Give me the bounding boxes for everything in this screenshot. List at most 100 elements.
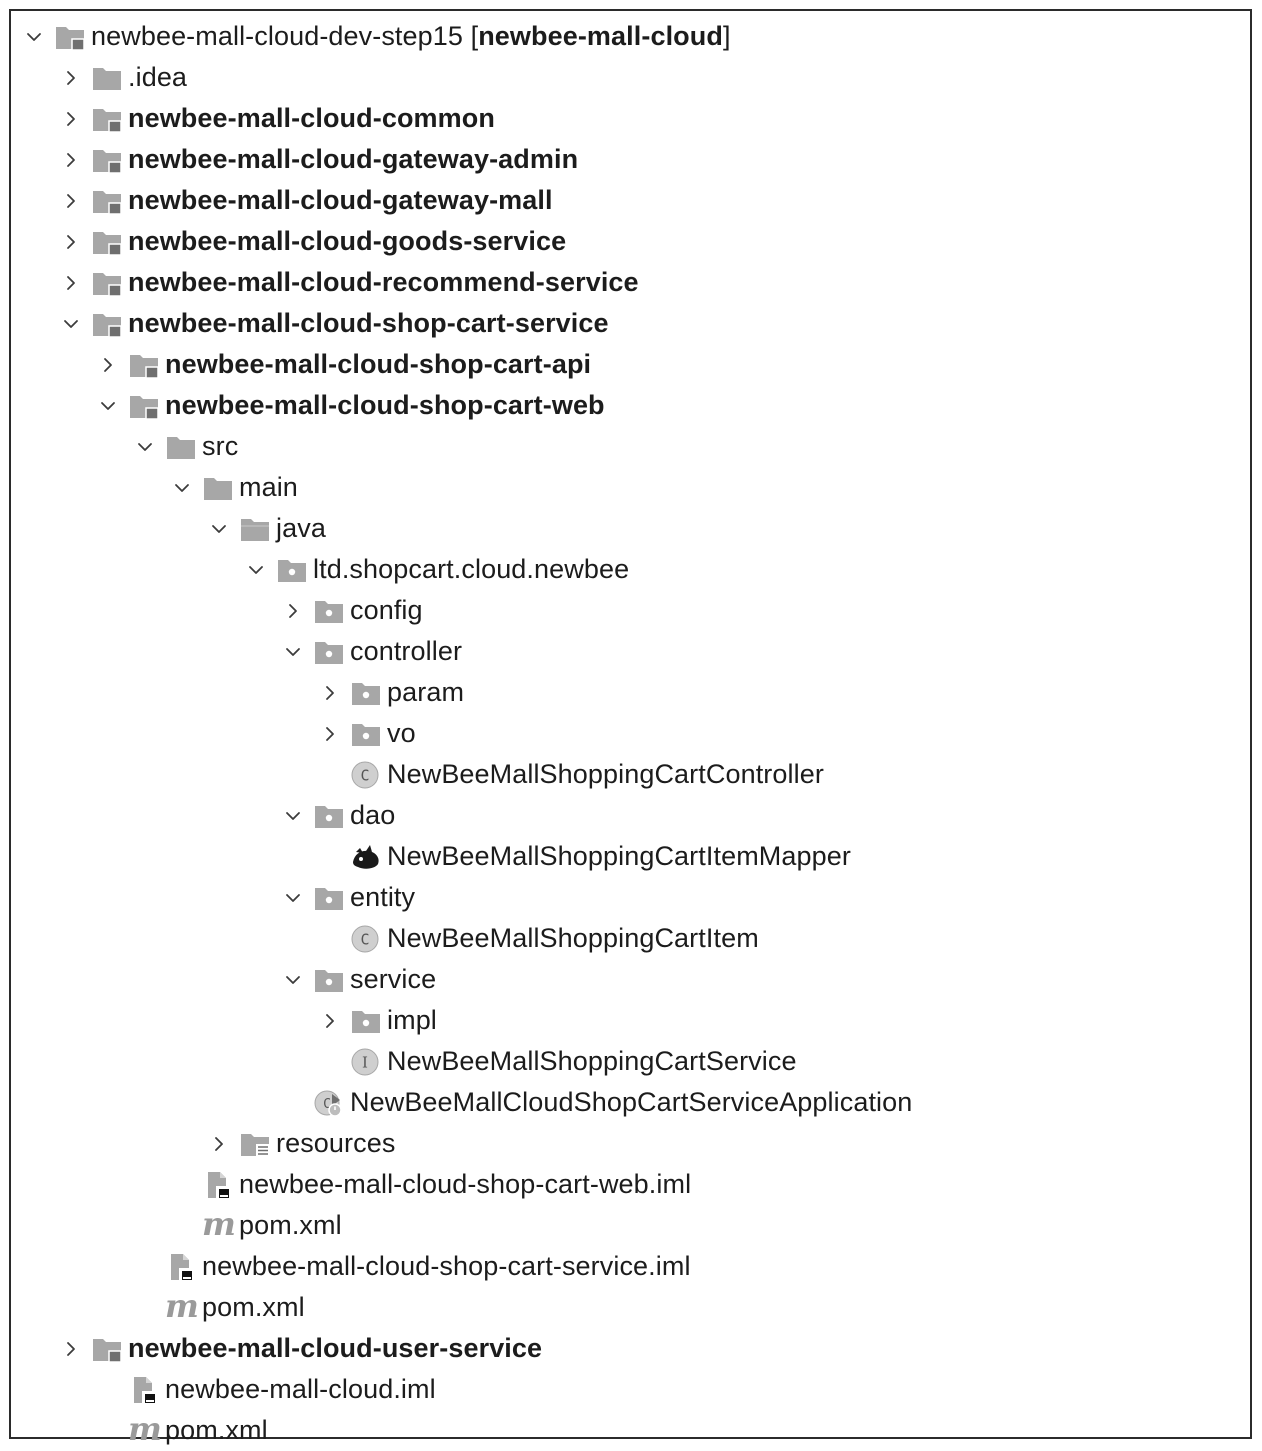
chevron-right-icon[interactable] (56, 180, 86, 221)
tree-row[interactable]: newbee-mall-cloud-goods-service (11, 221, 1250, 262)
module-folder-icon (91, 1328, 125, 1369)
tree-row-label: .idea (128, 62, 187, 93)
tree-row[interactable]: .idea (11, 57, 1250, 98)
tree-row[interactable]: service (11, 959, 1250, 1000)
tree-row-label: newbee-mall-cloud-gateway-mall (128, 185, 553, 216)
package-icon (313, 631, 347, 672)
no-expander (167, 1164, 197, 1205)
tree-row-label: vo (387, 718, 416, 749)
tree-row[interactable]: C NewBeeMallShoppingCartController (11, 754, 1250, 795)
tree-row-text: newbee-mall-cloud-user-service (128, 1333, 543, 1363)
chevron-down-icon[interactable] (93, 385, 123, 426)
tree-row[interactable]: newbee-mall-cloud-common (11, 98, 1250, 139)
module-folder-icon (91, 221, 125, 262)
tree-row[interactable]: NewBeeMallShoppingCartItemMapper (11, 836, 1250, 877)
tree-row[interactable]: newbee-mall-cloud-shop-cart-service.iml (11, 1246, 1250, 1287)
chevron-right-icon[interactable] (315, 672, 345, 713)
tree-row-text: ltd.shopcart.cloud.newbee (313, 554, 630, 584)
tree-row[interactable]: dao (11, 795, 1250, 836)
tree-row[interactable]: vo (11, 713, 1250, 754)
tree-row-text: service (350, 964, 437, 994)
tree-row-label: pom.xml (165, 1415, 268, 1446)
tree-row[interactable]: newbee-mall-cloud-gateway-admin (11, 139, 1250, 180)
folder-icon (91, 57, 125, 98)
tree-row-text: newbee-mall-cloud.iml (165, 1374, 436, 1404)
chevron-right-icon[interactable] (56, 262, 86, 303)
tree-row-label: newbee-mall-cloud-dev-step15 [newbee-mal… (91, 21, 731, 52)
module-folder-icon (128, 385, 162, 426)
chevron-down-icon[interactable] (241, 549, 271, 590)
package-icon (276, 549, 310, 590)
tree-row[interactable]: config (11, 590, 1250, 631)
tree-row-text: .idea (128, 62, 188, 92)
tree-row-label: NewBeeMallShoppingCartService (387, 1046, 797, 1077)
chevron-down-icon[interactable] (278, 795, 308, 836)
tree-row-text: impl (387, 1005, 437, 1035)
tree-row[interactable]: java (11, 508, 1250, 549)
tree-row[interactable]: src (11, 426, 1250, 467)
chevron-right-icon[interactable] (56, 139, 86, 180)
chevron-down-icon[interactable] (278, 631, 308, 672)
tree-row-label: pom.xml (202, 1292, 305, 1323)
tree-row[interactable]: newbee-mall-cloud-shop-cart-api (11, 344, 1250, 385)
chevron-down-icon[interactable] (278, 959, 308, 1000)
chevron-right-icon[interactable] (278, 590, 308, 631)
tree-row-text: java (276, 513, 326, 543)
chevron-right-icon[interactable] (56, 98, 86, 139)
svg-text:C: C (360, 766, 369, 784)
tree-row-text: resources (276, 1128, 396, 1158)
chevron-right-icon[interactable] (315, 713, 345, 754)
chevron-right-icon[interactable] (56, 1328, 86, 1369)
chevron-down-icon[interactable] (167, 467, 197, 508)
tree-row-label: impl (387, 1005, 437, 1036)
chevron-right-icon[interactable] (56, 221, 86, 262)
svg-text:C: C (360, 930, 369, 948)
module-folder-icon (128, 344, 162, 385)
chevron-down-icon[interactable] (56, 303, 86, 344)
folder-icon (165, 426, 199, 467)
chevron-right-icon[interactable] (93, 344, 123, 385)
tree-row[interactable]: newbee-mall-cloud-recommend-service (11, 262, 1250, 303)
chevron-down-icon[interactable] (278, 877, 308, 918)
no-expander (315, 1041, 345, 1082)
tree-row[interactable]: newbee-mall-cloud-user-service (11, 1328, 1250, 1369)
tree-row[interactable]: impl (11, 1000, 1250, 1041)
chevron-right-icon[interactable] (56, 57, 86, 98)
tree-row-text: dao (350, 800, 396, 830)
chevron-down-icon[interactable] (130, 426, 160, 467)
tree-row[interactable]: newbee-mall-cloud-gateway-mall (11, 180, 1250, 221)
chevron-down-icon[interactable] (204, 508, 234, 549)
tree-row[interactable]: controller (11, 631, 1250, 672)
tree-row-text: newbee-mall-cloud-gateway-mall (128, 185, 553, 215)
chevron-down-icon[interactable] (19, 16, 49, 57)
tree-row[interactable]: newbee-mall-cloud-shop-cart-web (11, 385, 1250, 426)
tree-row-text: pom.xml (165, 1415, 268, 1445)
tree-row-label: src (202, 431, 238, 462)
tree-row[interactable]: newbee-mall-cloud.iml (11, 1369, 1250, 1410)
tree-row-text: NewBeeMallShoppingCartController (387, 759, 824, 789)
maven-pom-icon: m (202, 1205, 236, 1246)
tree-row[interactable]: resources (11, 1123, 1250, 1164)
tree-row-label: newbee-mall-cloud-goods-service (128, 226, 566, 257)
module-name: newbee-mall-cloud (478, 21, 723, 51)
tree-row-label: entity (350, 882, 415, 913)
no-expander (93, 1369, 123, 1410)
tree-row[interactable]: newbee-mall-cloud-dev-step15 [newbee-mal… (11, 16, 1250, 57)
tree-row-text: param (387, 677, 465, 707)
tree-row[interactable]: param (11, 672, 1250, 713)
chevron-right-icon[interactable] (204, 1123, 234, 1164)
tree-row[interactable]: ltd.shopcart.cloud.newbee (11, 549, 1250, 590)
tree-row[interactable]: newbee-mall-cloud-shop-cart-web.iml (11, 1164, 1250, 1205)
tree-row[interactable]: entity (11, 877, 1250, 918)
chevron-right-icon[interactable] (315, 1000, 345, 1041)
package-icon (350, 672, 384, 713)
tree-row[interactable]: newbee-mall-cloud-shop-cart-service (11, 303, 1250, 344)
no-expander (93, 1410, 123, 1451)
tree-row[interactable]: main (11, 467, 1250, 508)
